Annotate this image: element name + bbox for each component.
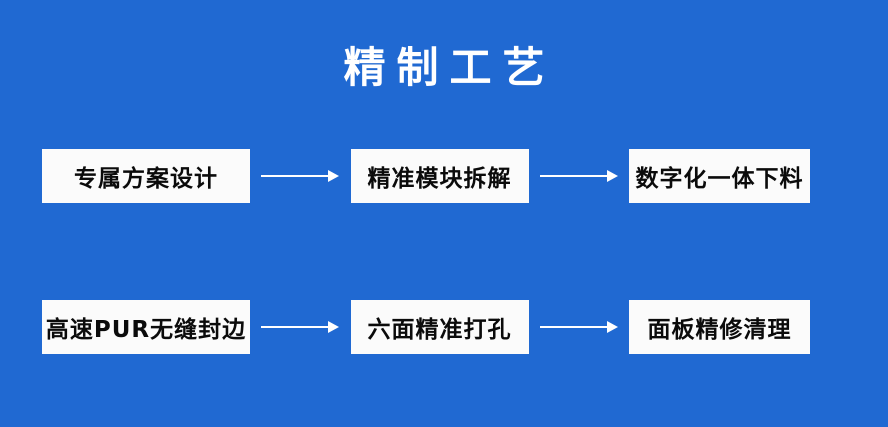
flow-step-box[interactable]: 数字化一体下料 <box>629 149 810 203</box>
arrow-right-icon <box>539 320 618 334</box>
flow-row-2: 高速PUR无缝封边 六面精准打孔 面板精修清理 <box>42 300 810 354</box>
arrow-shaft <box>261 326 330 328</box>
flow-step-box[interactable]: 高速PUR无缝封边 <box>42 300 250 354</box>
flow-row-1: 专属方案设计 精准模块拆解 数字化一体下料 <box>42 149 810 203</box>
arrow-right-icon <box>261 169 340 183</box>
arrow-head <box>606 170 618 182</box>
arrow-right-icon <box>261 320 340 334</box>
arrow-shaft <box>539 175 608 177</box>
flow-step-box[interactable]: 面板精修清理 <box>629 300 810 354</box>
arrow-head <box>328 170 340 182</box>
arrow-head <box>606 321 618 333</box>
arrow-shaft <box>539 326 608 328</box>
arrow-head <box>328 321 340 333</box>
arrow-shaft <box>261 175 330 177</box>
flow-step-box[interactable]: 精准模块拆解 <box>350 149 529 203</box>
flow-step-box[interactable]: 专属方案设计 <box>42 149 250 203</box>
flow-step-box[interactable]: 六面精准打孔 <box>350 300 529 354</box>
page-title: 精制工艺 <box>343 43 556 92</box>
arrow-right-icon <box>539 169 618 183</box>
